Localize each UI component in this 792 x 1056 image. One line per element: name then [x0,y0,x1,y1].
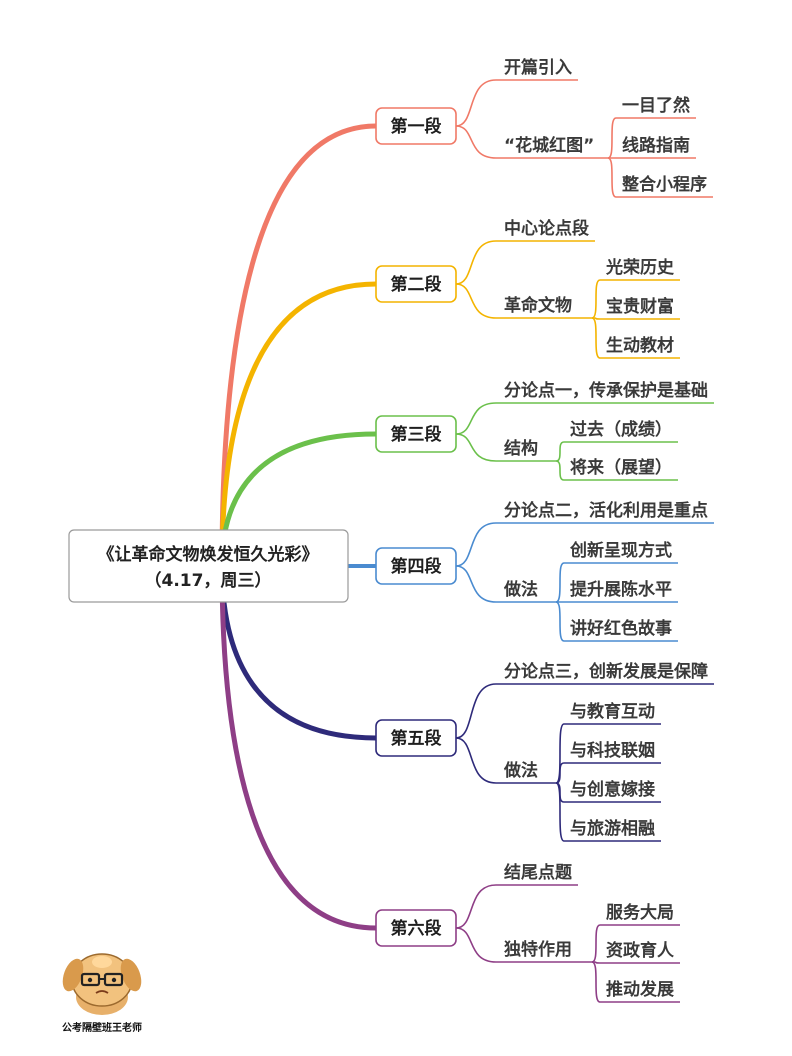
watermark: 公考隔壁班王老师 [62,953,142,1034]
leaf-connector [555,441,678,462]
leaf-label[interactable]: 生动教材 [606,335,674,356]
topic-label[interactable]: 分论点三，创新发展是保障 [504,661,708,682]
leaf-connector [591,317,680,359]
section-label: 第三段 [391,424,442,445]
section-box [375,909,457,947]
subtopic-label[interactable]: 独特作用 [504,939,572,960]
subtopic-label[interactable]: “花城红图” [504,135,594,156]
leaf-connector [555,562,678,603]
section-node[interactable]: 第二段 [375,265,457,303]
topic-label[interactable]: 分论点二，活化利用是重点 [504,500,708,521]
subtopic-label[interactable]: 做法 [503,579,538,600]
item-connector [455,522,714,567]
leaf-label[interactable]: 光荣历史 [605,257,675,278]
leaf-label[interactable]: 与教育互动 [570,701,655,722]
leaf-label[interactable]: 服务大局 [606,902,674,923]
section-node[interactable]: 第六段 [375,909,457,947]
leaf-label[interactable]: 与创意嫁接 [570,779,655,800]
leaf-connector [591,279,680,319]
leaf-label[interactable]: 与旅游相融 [570,818,655,839]
section-label: 第六段 [391,918,442,939]
subtopic-label[interactable]: 结构 [504,438,538,459]
item-connector [455,683,714,739]
leaf-connector [591,961,680,964]
section-label: 第五段 [391,728,442,749]
item-connector [455,433,556,462]
section-label: 第二段 [391,274,442,295]
leaf-label[interactable]: 提升展陈水平 [570,579,672,600]
section-box [375,265,457,303]
item-connector [455,125,608,159]
cartoon-dog-icon [62,953,142,1015]
leaf-label[interactable]: 资政育人 [606,940,675,961]
watermark-text: 公考隔壁班王老师 [62,1021,142,1034]
leaf-label[interactable]: 将来（展望） [570,457,672,478]
item-connector [455,565,556,603]
trunk-connector [219,123,379,569]
topic-label[interactable]: 分论点一，传承保护是基础 [504,380,708,401]
topic-label[interactable]: 结尾点题 [504,862,573,883]
section-label: 第一段 [391,116,442,137]
leaf-connector [607,157,713,198]
section-node[interactable]: 第四段 [375,547,457,585]
section-box [375,415,457,453]
leaf-label[interactable]: 宝贵财富 [606,296,674,317]
leaf-connector [555,782,661,842]
section-box [375,719,457,757]
leaf-connector [607,117,696,159]
leaf-label[interactable]: 推动发展 [606,979,674,1000]
item-connector [455,737,556,784]
item-connector [455,79,578,127]
leaf-label[interactable]: 线路指南 [622,135,690,156]
root-title: 《让革命文物焕发恒久光彩》 [98,544,319,565]
leaf-connector [555,460,678,481]
topic-label[interactable]: 中心论点段 [504,218,589,239]
leaf-connector [555,601,678,642]
section-node[interactable]: 第三段 [375,415,457,453]
leaf-connector [555,723,661,784]
section-box [375,107,457,145]
item-connector [455,927,592,963]
section-node[interactable]: 第五段 [375,719,457,757]
topic-label[interactable]: 开篇引入 [504,57,572,78]
subtopic-label[interactable]: 做法 [503,760,538,781]
item-connector [455,283,592,319]
item-connector [455,402,714,435]
leaf-label[interactable]: 讲好红色故事 [570,618,672,639]
section-node[interactable]: 第一段 [375,107,457,145]
subtopic-label[interactable]: 革命文物 [504,295,572,316]
leaf-connector [591,961,680,1003]
leaf-label[interactable]: 创新呈现方式 [569,540,672,561]
section-label: 第四段 [391,556,442,577]
root-date: （4.17，周三） [145,570,272,591]
item-connector [455,884,578,929]
trunk-connector [219,563,379,931]
leaf-connector [591,317,680,320]
root-box [68,529,349,603]
section-box [375,547,457,585]
branch-connectors [219,79,714,1003]
leaf-connector [591,924,680,963]
item-connector [455,240,595,285]
leaf-label[interactable]: 整合小程序 [622,174,707,195]
leaf-label[interactable]: 一目了然 [622,95,690,116]
root-node[interactable]: 《让革命文物焕发恒久光彩》 （4.17，周三） [68,529,349,603]
leaf-label[interactable]: 与科技联姻 [570,740,655,761]
trunk-connector [219,281,379,569]
leaf-connector [555,762,661,784]
leaf-label[interactable]: 过去（成绩） [570,419,672,440]
